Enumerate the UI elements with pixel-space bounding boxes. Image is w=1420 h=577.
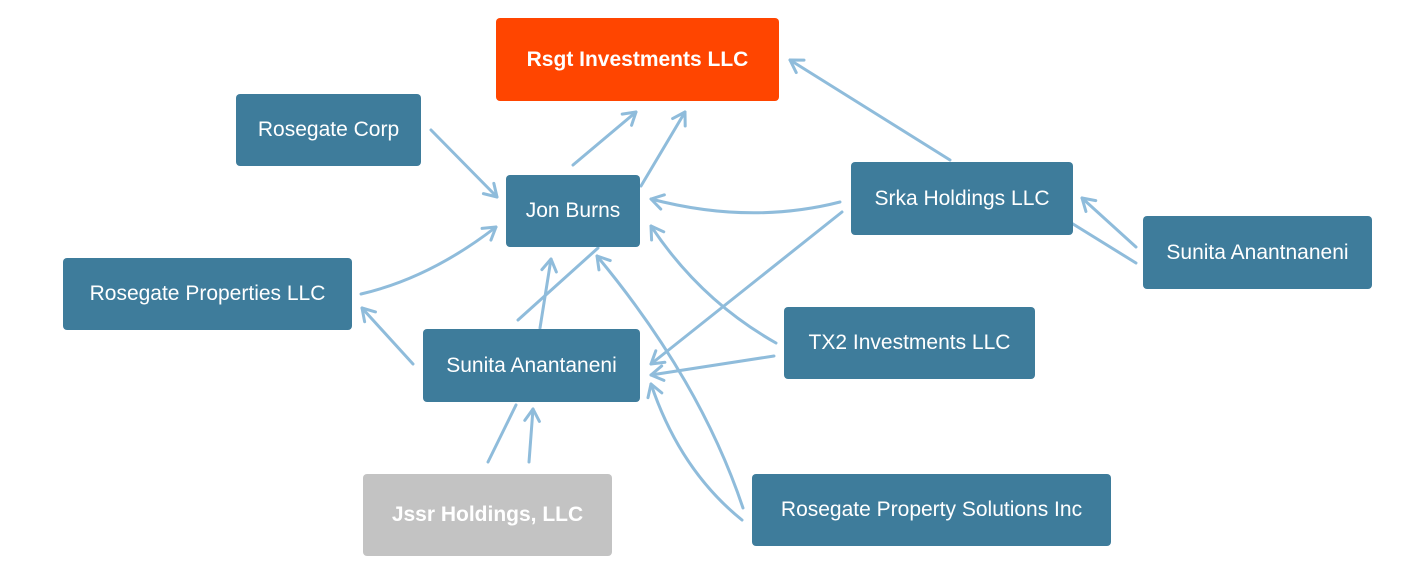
edge-arrowhead (649, 349, 667, 366)
node-rosegate-properties-llc[interactable]: Rosegate Properties LLC (63, 258, 352, 330)
edge-connector (429, 128, 499, 199)
node-sunita-anantaneni[interactable]: Sunita Anantaneni (423, 329, 640, 402)
node-sunita-anantnaneni[interactable]: Sunita Anantnaneni (1143, 216, 1372, 289)
edge-arrowhead (595, 254, 612, 272)
edge-arrowhead (360, 306, 377, 324)
node-rosegate-corp[interactable]: Rosegate Corp (236, 94, 421, 166)
edge-connector (649, 354, 776, 377)
edge-arrowhead (523, 407, 541, 423)
edge-arrowhead (788, 58, 806, 75)
edge-arrowhead (649, 364, 666, 382)
edge-connector (571, 110, 638, 167)
edge-arrowhead (480, 225, 498, 242)
node-tx2-investments-llc[interactable]: TX2 Investments LLC (784, 307, 1035, 379)
edge-connector (649, 382, 744, 522)
edge-arrowhead (646, 382, 664, 400)
edge-connector (639, 110, 687, 188)
edge-arrowhead (649, 193, 666, 211)
edge-connector (788, 58, 952, 162)
edge-connector (538, 257, 553, 330)
node-srka-holdings-llc[interactable]: Srka Holdings LLC (851, 162, 1073, 235)
edge-connector (486, 403, 518, 464)
node-rosegate-property-solutions-inc[interactable]: Rosegate Property Solutions Inc (752, 474, 1111, 546)
edge-arrowhead (1080, 196, 1098, 213)
edge-connector (360, 306, 415, 366)
edge-arrowhead (620, 110, 638, 127)
node-jon-burns[interactable]: Jon Burns (506, 175, 640, 247)
edge-arrowhead (481, 181, 499, 199)
edge-arrowhead (671, 110, 687, 128)
edge-connector (1071, 222, 1138, 265)
node-jssr-holdings-llc[interactable]: Jssr Holdings, LLC (363, 474, 612, 556)
edge-connector (649, 224, 778, 345)
edge-connector (527, 407, 535, 464)
edge-arrowhead (649, 224, 666, 242)
edge-connector (516, 246, 600, 322)
edge-connector (1080, 196, 1138, 249)
node-rsgt-investments-llc[interactable]: Rsgt Investments LLC (496, 18, 779, 101)
edge-arrowhead (540, 257, 558, 274)
edge-connector (649, 197, 842, 215)
edge-connector (359, 225, 498, 296)
